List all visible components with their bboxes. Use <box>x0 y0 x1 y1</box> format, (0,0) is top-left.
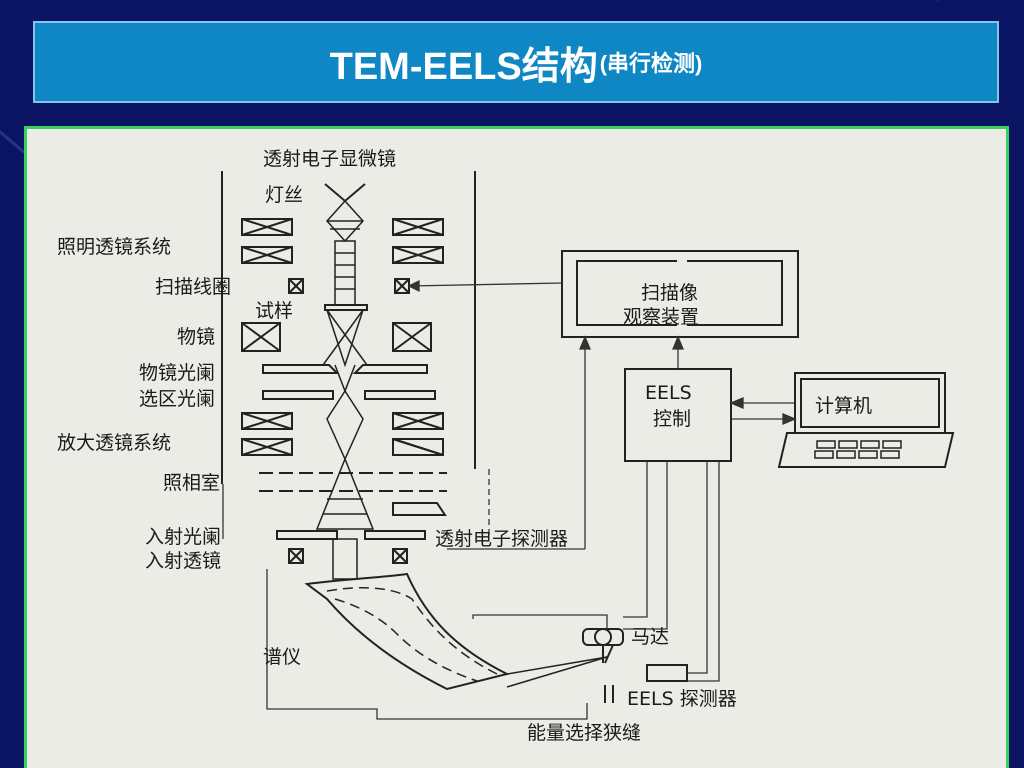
label-tem: 透射电子显微镜 <box>263 148 396 170</box>
motor-control-line <box>623 461 648 618</box>
label-obj-aperture: 物镜光阑 <box>139 362 215 384</box>
label-scan-coils: 扫描线圈 <box>155 276 231 298</box>
eels-detector-icon <box>646 664 688 682</box>
label-eels-detector: EELS 探测器 <box>627 688 737 710</box>
entrance-aperture-icon <box>276 530 426 540</box>
label-scan-display-2: 观察装置 <box>623 306 699 328</box>
label-specimen: 试样 <box>255 300 293 322</box>
objective-lens-icon <box>241 322 432 352</box>
title-bar: TEM-EELS结构 (串行检测) <box>33 21 999 103</box>
label-spectrometer: 谱仪 <box>263 646 301 668</box>
te-detector-icon <box>392 502 447 516</box>
label-objective: 物镜 <box>177 326 215 348</box>
label-entrance-lens: 入射透镜 <box>145 550 221 572</box>
label-sad-aperture: 选区光阑 <box>139 388 215 410</box>
condenser-lens-icon <box>241 218 444 264</box>
projector-lens-icon <box>241 412 444 456</box>
detector-signal-line <box>687 461 708 674</box>
spectrometer-icon <box>304 572 608 691</box>
scan-coil-icon <box>288 278 410 294</box>
sad-aperture-icon <box>262 390 436 400</box>
scan-display-box <box>561 250 799 338</box>
label-eels-control-1: EELS <box>645 382 692 404</box>
scan-coil-link <box>408 282 563 287</box>
label-projector: 放大透镜系统 <box>57 432 171 454</box>
label-slit: 能量选择狭缝 <box>527 722 641 744</box>
diagram-svg: 透射电子显微镜 灯丝 照明透镜系统 扫描线圈 试样 物镜 物镜光阑 选区光阑 放… <box>57 148 955 744</box>
page-subtitle: (串行检测) <box>599 51 703 76</box>
label-te-detector: 透射电子探测器 <box>435 528 568 550</box>
label-motor: 马达 <box>631 626 669 648</box>
motor-icon <box>582 628 624 664</box>
label-entrance-aperture: 入射光阑 <box>145 526 221 548</box>
label-computer: 计算机 <box>815 395 872 417</box>
background-streak <box>935 0 952 2</box>
label-camera: 照相室 <box>163 472 220 494</box>
page-title: TEM-EELS结构 <box>329 45 598 88</box>
label-eels-control-2: 控制 <box>653 408 691 430</box>
camera-chamber-icon <box>259 472 447 492</box>
label-scan-display-1: 扫描像 <box>641 282 698 304</box>
tem-eels-diagram: 透射电子显微镜 灯丝 照明透镜系统 扫描线圈 试样 物镜 物镜光阑 选区光阑 放… <box>24 126 1009 768</box>
computer-icon <box>777 372 955 468</box>
filament-icon <box>324 183 366 203</box>
label-condenser: 照明透镜系统 <box>57 236 171 258</box>
dashed-link <box>472 614 608 629</box>
label-filament: 灯丝 <box>265 184 303 206</box>
energy-slit-icon <box>604 685 614 703</box>
objective-aperture-icon <box>262 364 428 374</box>
entrance-lens-icon <box>288 548 408 564</box>
